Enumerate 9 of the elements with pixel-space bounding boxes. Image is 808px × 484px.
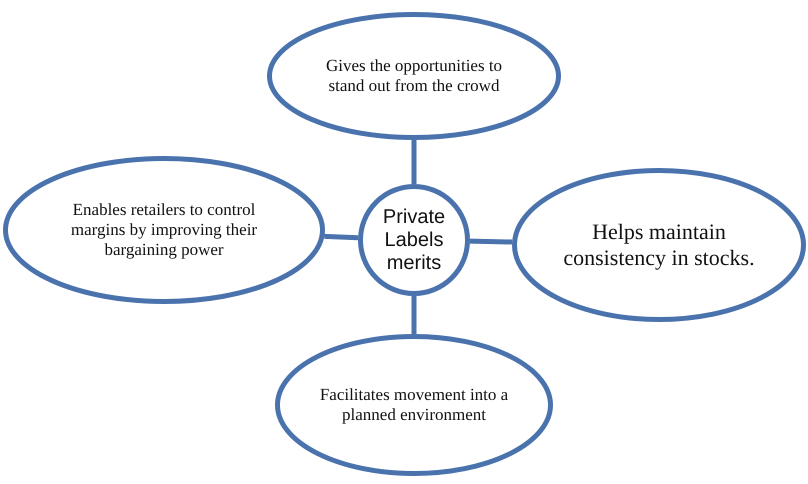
connector-line [470,238,512,244]
connector-line [324,234,358,240]
node-text: Private Labels merits [382,206,446,274]
connector-line [412,140,416,184]
node-text: Enables retailers to control margins by improving their bargaining power [70,200,258,260]
node-text: Helps maintain consistency in stocks. [562,219,756,271]
connector-line [412,296,416,334]
node-text: Gives the opportunities to stand out from the crowd [324,56,504,96]
node-text: Facilitates movement into a planned environment [319,385,509,425]
